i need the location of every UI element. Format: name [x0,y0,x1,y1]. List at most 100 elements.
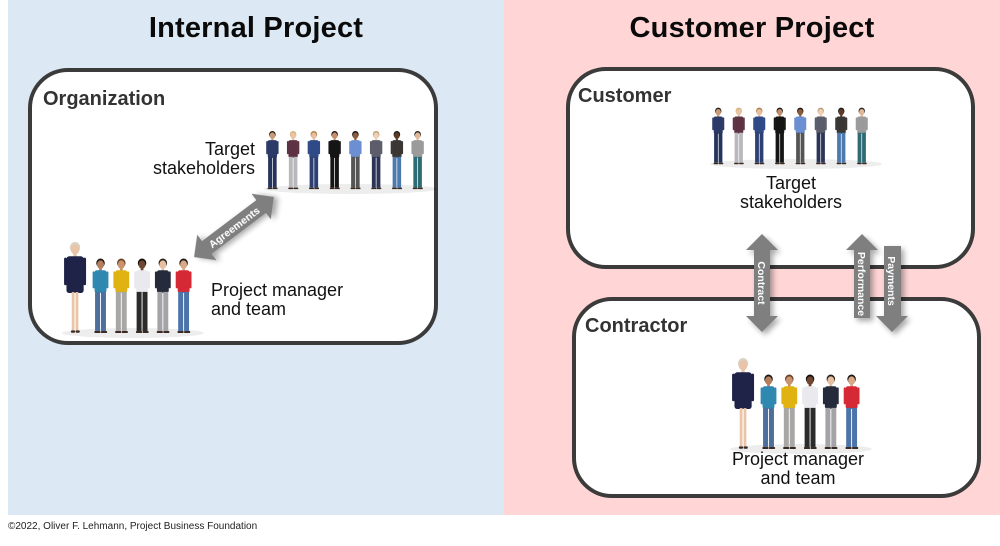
person-arm [822,387,826,405]
person-shoe [852,446,859,449]
person-head [715,108,721,116]
person-top [350,140,361,158]
person-shoe [350,187,356,190]
person-head [785,376,793,385]
person-head [738,360,748,371]
person-shoe [821,162,826,165]
person-top [115,270,128,293]
person-arm [794,387,798,405]
person-head [756,108,762,116]
person-shoe [845,446,852,449]
person-leg [314,156,319,188]
person-leg [157,291,163,331]
person-shoe [754,162,760,165]
person-leg [841,132,846,163]
person-leg [862,132,866,163]
person-leg [293,156,298,188]
person-top [816,116,826,134]
person-shoe [142,330,149,333]
person-arm [866,117,868,131]
person-leg [804,407,810,447]
caption-line: Target [204,139,255,159]
person-shoe [156,330,163,333]
person-leg [821,132,825,163]
people-figures [264,130,438,194]
person-arm [773,117,776,131]
person-figure [266,130,279,190]
person-head [797,108,803,116]
person-arm [781,387,784,405]
person-neck [819,115,822,117]
person-head [838,108,844,116]
person-head [818,108,824,116]
person-leg [288,156,293,188]
person-figure [411,130,424,190]
person-arm [134,271,137,289]
person-figure [92,258,109,333]
person-head [765,376,772,385]
internal-stakeholders-group [262,120,438,194]
person-top [845,386,858,409]
person-neck [292,138,295,141]
person-leg [272,156,277,188]
person-head [159,260,167,269]
customer-project-title: Customer Project [629,12,875,44]
person-shoe [94,330,101,333]
person-leg [115,291,121,331]
person-top [804,386,817,409]
person-shoe [75,330,80,333]
person-head [848,376,856,385]
person-neck [808,384,812,387]
person-shoe [743,446,748,449]
person-shoe [309,187,314,190]
person-figure [712,107,725,165]
person-top [783,386,796,409]
person-leg [413,156,418,188]
person-arm [83,257,87,286]
person-shoe [824,446,831,449]
person-figure [154,258,171,333]
person-arm [297,140,300,155]
person-neck [271,138,274,141]
person-arm [845,117,848,131]
person-leg [71,292,75,331]
person-arm [774,387,777,405]
person-head [311,132,317,139]
person-leg [739,408,743,447]
person-shoe [177,330,184,333]
person-leg [121,291,127,331]
person-neck [73,253,77,257]
person-top [824,386,837,409]
person-figure [134,258,150,333]
person-top [329,140,340,158]
person-neck [829,384,833,387]
person-leg [330,156,335,188]
contractor-label: Contractor [585,315,688,337]
person-figure [814,107,827,165]
person-leg [789,407,795,447]
person-shoe [762,446,769,449]
person-shoe [267,187,273,190]
person-arm [401,140,404,155]
person-leg [163,291,169,331]
person-arm [784,117,786,131]
internal-project-title: Internal Project [148,12,364,44]
person-shoe [800,162,806,165]
person-top [309,140,319,158]
person-shoe [293,187,299,190]
person-arm [857,387,860,405]
person-arm [126,271,130,289]
people-figures [62,242,204,338]
person-head [331,132,338,139]
person-figure [732,107,745,165]
person-leg [178,291,184,331]
person-arm [743,117,745,131]
person-top [762,386,775,409]
person-shoe [314,187,320,190]
person-shoe [355,187,361,190]
person-arm [802,387,805,405]
person-neck [119,268,123,271]
person-figure [369,130,383,190]
person-figure [732,358,755,449]
person-neck [140,268,144,271]
